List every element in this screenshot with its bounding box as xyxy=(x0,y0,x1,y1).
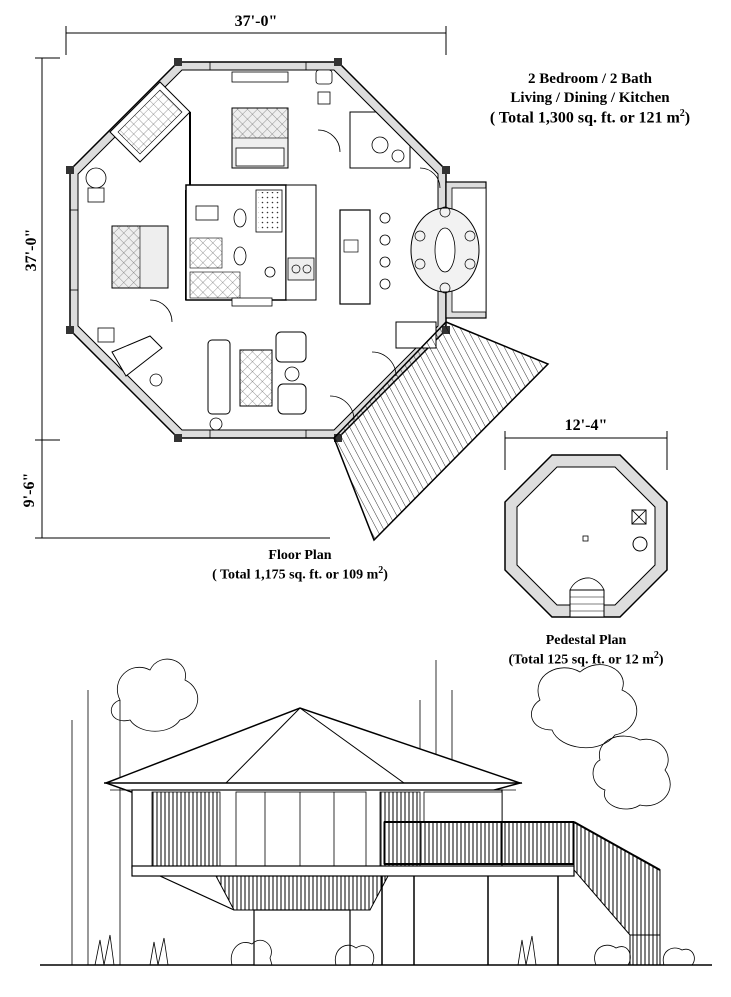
floor-plan-area: ( Total 1,175 sq. ft. or 109 m2) xyxy=(212,564,388,583)
pedestal-plan-dimension xyxy=(504,431,668,470)
total-area-label: ( Total 1,300 sq. ft. or 121 m2) xyxy=(489,107,691,126)
floor-plan-caption: Floor Plan ( Total 1,175 sq. ft. or 109 … xyxy=(180,547,420,584)
floor-plan-dimensions xyxy=(35,26,447,539)
deck xyxy=(333,321,550,542)
rooms-label: Living / Dining / Kitchen xyxy=(510,89,670,106)
floor-plan-height-dimension: 37'-0" xyxy=(23,228,40,272)
plan-summary: 2 Bedroom / 2 Bath Living / Dining / Kit… xyxy=(470,70,710,128)
floor-plan-title: Floor Plan xyxy=(268,548,332,563)
elevation-view xyxy=(40,658,712,966)
pedestal-plan-area: (Total 125 sq. ft. or 12 m2) xyxy=(508,649,664,668)
pedestal-plan-caption: Pedestal Plan (Total 125 sq. ft. or 12 m… xyxy=(466,632,706,669)
floor-plan-width-dimension: 37'-0" xyxy=(234,13,278,30)
deck-depth-dimension: 9'-6" xyxy=(21,472,38,508)
pedestal-width-dimension: 12'-4" xyxy=(564,417,608,434)
pedestal-plan-title: Pedestal Plan xyxy=(545,633,627,648)
interior-rooms xyxy=(85,69,480,431)
pedestal-plan xyxy=(504,454,668,618)
bedroom-bath-label: 2 Bedroom / 2 Bath xyxy=(528,71,652,87)
